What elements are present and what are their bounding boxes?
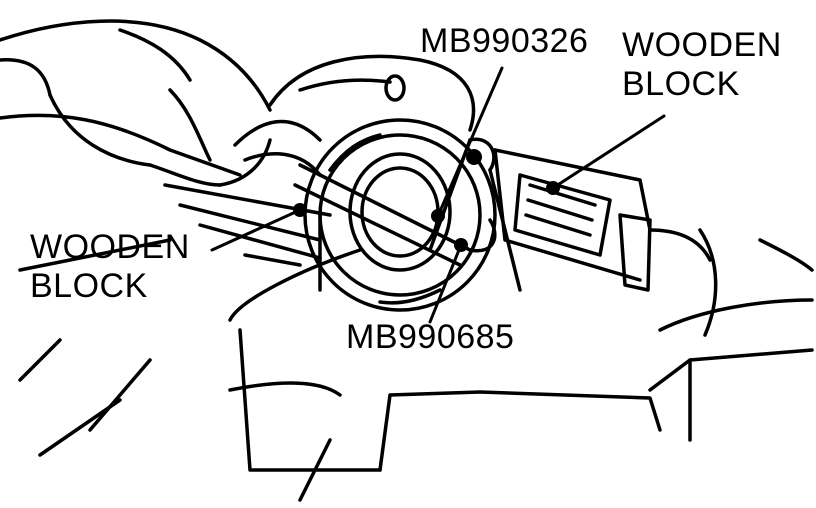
label-line: BLOCK	[622, 65, 740, 104]
label-wooden-block-left: WOODEN BLOCK	[30, 228, 190, 306]
label-mb990326: MB990326	[420, 22, 589, 60]
leader-lines	[210, 66, 666, 324]
label-line: BLOCK	[30, 267, 148, 306]
hand-drawing	[0, 19, 272, 187]
workbench-outline	[0, 113, 814, 502]
right-wooden-block	[493, 148, 712, 292]
hub-housing	[268, 54, 497, 312]
label-mb990685: MB990685	[346, 318, 515, 356]
label-wooden-block-right: WOODEN BLOCK	[622, 26, 782, 104]
label-line: WOODEN	[30, 228, 190, 266]
pointer-dots	[293, 149, 560, 252]
label-line: WOODEN	[622, 26, 782, 64]
